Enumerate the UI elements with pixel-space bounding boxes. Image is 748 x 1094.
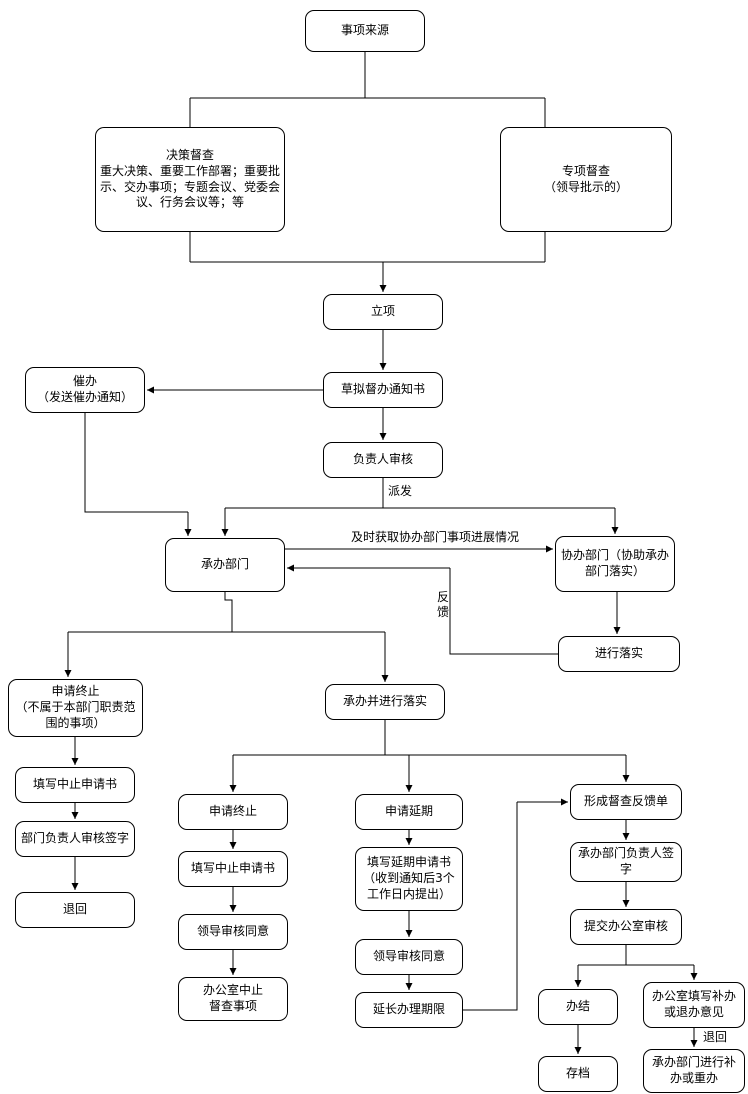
- node-extend-deadline: 延长办理期限: [355, 992, 463, 1028]
- node-fill-suspension: 填写中止申请书: [178, 851, 288, 887]
- node-return: 退回: [15, 892, 135, 928]
- node-urge: 催办 （发送催办通知）: [25, 367, 145, 413]
- node-apply-extension: 申请延期: [355, 794, 463, 830]
- node-feedback-form: 形成督查反馈单: [570, 784, 682, 820]
- node-dept-head-sign: 部门负责人审核签字: [15, 821, 135, 857]
- node-project-initiation: 立项: [323, 294, 443, 330]
- edge-label-dispatch: 派发: [388, 484, 413, 498]
- node-conclude: 办结: [538, 989, 618, 1025]
- node-fill-suspension-left: 填写中止申请书: [15, 767, 135, 803]
- node-archive: 存档: [538, 1056, 618, 1092]
- node-leader-approval: 领导审核同意: [178, 914, 288, 950]
- node-redo: 承办部门进行补办或重办: [643, 1049, 745, 1093]
- node-apply-termination-scope: 申请终止 （不属于本部门职责范围的事项）: [8, 679, 143, 737]
- edge-label-return: 退回: [703, 1030, 728, 1044]
- node-matter-source: 事项来源: [305, 10, 425, 52]
- node-office-suspend: 办公室中止 督查事项: [178, 977, 288, 1021]
- node-carry-out: 进行落实: [558, 636, 680, 672]
- node-head-signature: 承办部门负责人签字: [570, 842, 682, 882]
- node-office-opinion: 办公室填写补办或退办意见: [643, 982, 745, 1028]
- node-undertake-implement: 承办并进行落实: [325, 684, 445, 720]
- node-assisting-dept: 协办部门（协助承办部门落实）: [555, 536, 675, 592]
- node-leader-approval-ext: 领导审核同意: [355, 939, 463, 975]
- node-undertaking-dept: 承办部门: [165, 538, 285, 592]
- edge-label-progress: 及时获取协办部门事项进展情况: [350, 530, 519, 544]
- node-apply-termination: 申请终止: [178, 794, 288, 830]
- node-responsible-review: 负责人审核: [323, 442, 443, 478]
- edge-label-feedback: 反馈: [437, 590, 450, 619]
- node-draft-notice: 草拟督办通知书: [323, 372, 443, 408]
- node-submit-office: 提交办公室审核: [570, 909, 682, 945]
- node-decision-supervision: 决策督查 重大决策、重要工作部署；重要批示、交办事项；专题会议、党委会议、行务会…: [95, 127, 285, 232]
- node-fill-extension: 填写延期申请书 （收到通知后3个工作日内提出）: [355, 847, 463, 911]
- node-special-supervision: 专项督查 （领导批示的）: [500, 127, 672, 232]
